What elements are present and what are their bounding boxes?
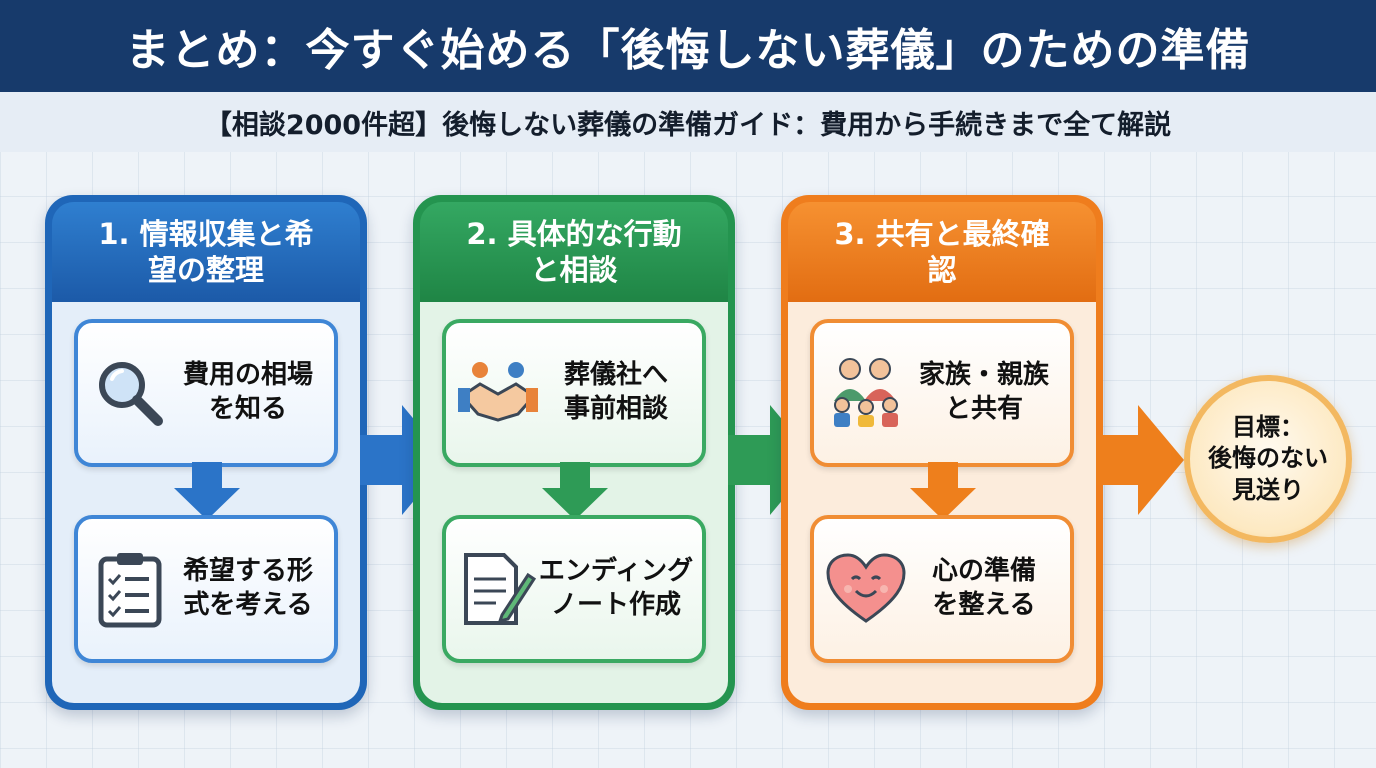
handshake-icon xyxy=(458,353,538,433)
down-arrow xyxy=(910,462,976,520)
step-mental-preparation: 心の準備 を整える xyxy=(810,515,1074,663)
stage-2-header: 2. 具体的な行動と相談 xyxy=(420,202,728,302)
step-label: 心の準備 を整える xyxy=(931,556,1036,620)
goal-label: 目標： 後悔のない 見送り xyxy=(1208,413,1328,504)
stage-3-title: 3. 共有と最終確認 xyxy=(834,216,1050,287)
goal-badge: 目標： 後悔のない 見送り xyxy=(1184,375,1352,543)
subtitle-banner: 【相談2000件超】後悔しない葬儀の準備ガイド：費用から手続きまで全て解説 xyxy=(0,92,1376,152)
step-decide-format: 希望する形 式を考える xyxy=(74,515,338,663)
title-banner: まとめ：今すぐ始める「後悔しない葬儀」のための準備 xyxy=(0,0,1376,92)
step-label: 希望する形 式を考える xyxy=(182,556,313,620)
down-arrow xyxy=(174,462,240,520)
stage-3-header: 3. 共有と最終確認 xyxy=(788,202,1096,302)
step-label: 家族・親族 と共有 xyxy=(918,360,1049,424)
stage-2-panel: 2. 具体的な行動と相談 葬儀社へ 事前相談 xyxy=(413,195,735,710)
stage-1-panel: 1. 情報収集と希望の整理 費用の相場 を知る xyxy=(45,195,367,710)
step-label: 葬儀社へ 事前相談 xyxy=(563,360,668,424)
down-arrow xyxy=(542,462,608,520)
right-arrow xyxy=(1096,405,1184,515)
right-arrow xyxy=(728,405,816,515)
notebook-pen-icon xyxy=(458,549,538,629)
checklist-clipboard-icon xyxy=(90,549,170,629)
stage-1-header: 1. 情報収集と希望の整理 xyxy=(52,202,360,302)
stage-3-panel: 3. 共有と最終確認 xyxy=(781,195,1103,710)
step-label: 費用の相場 を知る xyxy=(182,360,313,424)
step-share-with-family: 家族・親族 と共有 xyxy=(810,319,1074,467)
step-label: エンディング ノート作成 xyxy=(538,556,694,620)
step-consult-funeral-home: 葬儀社へ 事前相談 xyxy=(442,319,706,467)
right-arrow xyxy=(360,405,448,515)
step-ending-note: エンディング ノート作成 xyxy=(442,515,706,663)
step-research-cost: 費用の相場 を知る xyxy=(74,319,338,467)
smiling-heart-icon xyxy=(826,549,906,629)
stage-2-title: 2. 具体的な行動と相談 xyxy=(466,216,682,287)
family-icon xyxy=(826,353,906,433)
page-title: まとめ：今すぐ始める「後悔しない葬儀」のための準備 xyxy=(125,25,1251,76)
magnifier-icon xyxy=(90,353,170,433)
page-subtitle: 【相談2000件超】後悔しない葬儀の準備ガイド：費用から手続きまで全て解説 xyxy=(204,109,1172,141)
stage-1-title: 1. 情報収集と希望の整理 xyxy=(98,216,314,287)
